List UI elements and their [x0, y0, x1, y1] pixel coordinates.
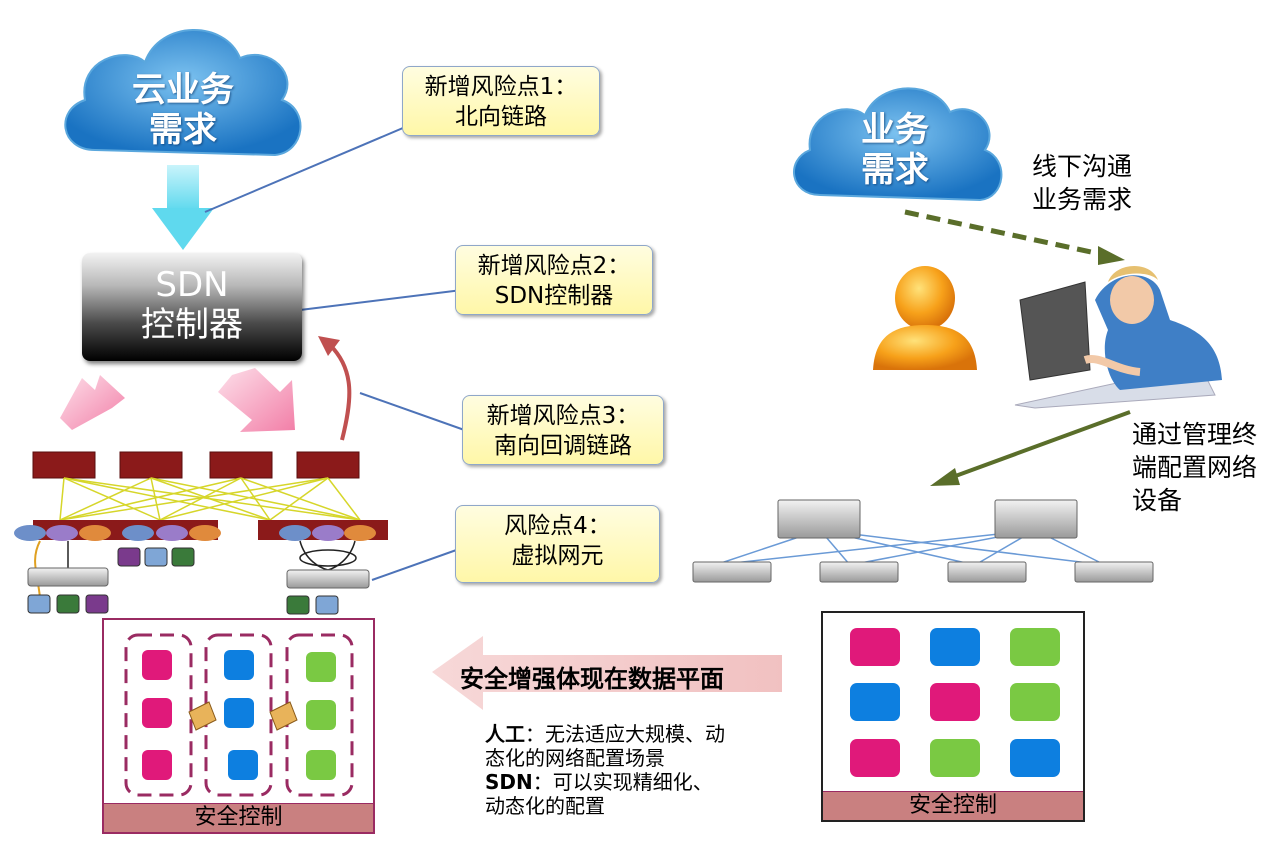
callout-risk-1: 新增风险点1：北向链路: [402, 66, 600, 136]
router-disks: [14, 525, 376, 541]
callout-risk-4: 风险点4：虚拟网元: [455, 505, 660, 583]
config-arrow: [930, 410, 1131, 486]
left-panel-blocks: [124, 633, 354, 797]
south-pink-arrows: [60, 368, 295, 432]
firewall-icons: [188, 701, 298, 731]
controller-title: SDN: [155, 265, 229, 305]
callout-leaders: [204, 124, 471, 581]
fabric-links: [59, 477, 361, 521]
vswitch-right: [286, 569, 370, 589]
callout-risk-3: 新增风险点3：南向回调链路: [462, 395, 664, 465]
callback-arrow: [318, 336, 352, 441]
controller-subtitle: 控制器: [141, 305, 243, 345]
offline-dashed-arrow: [904, 209, 1125, 265]
spine-switches: [32, 451, 360, 479]
security-arrow-label: 安全增强体现在数据平面: [460, 665, 724, 693]
user-person-icon: [873, 266, 977, 370]
description: 人工：无法适应大规模、动 态化的网络配置场景 SDN：可以实现精细化、 动态化的…: [485, 722, 725, 818]
offline-text: 线下沟通业务需求: [1032, 152, 1133, 214]
right-security-panel: 安全控制: [821, 611, 1085, 822]
callout-risk-2: 新增风险点2：SDN控制器: [455, 245, 653, 315]
right-cloud-icon: [793, 87, 1003, 202]
config-text: 通过管理终端配置网络设备: [1132, 420, 1258, 515]
right-panel-blocks: [850, 628, 1060, 777]
sdn-controller: SDN 控制器: [82, 253, 302, 361]
right-cloud-label: 业务需求: [861, 110, 929, 190]
manual-key: 人工: [485, 722, 525, 746]
vswitch-left: [27, 567, 109, 587]
left-cloud-label: 云业务需求: [132, 70, 234, 150]
left-security-panel: 安全控制: [102, 618, 375, 834]
left-panel-label: 安全控制: [104, 803, 373, 832]
sdn-key: SDN: [485, 770, 533, 794]
right-network-devices: [692, 499, 1154, 583]
north-down-arrow: [152, 165, 214, 250]
left-cloud-icon: [64, 29, 302, 157]
vm-icons: [27, 547, 339, 615]
security-arrow: [432, 636, 782, 710]
admin-laptop-icon: [1014, 265, 1222, 409]
right-panel-label: 安全控制: [823, 791, 1083, 820]
